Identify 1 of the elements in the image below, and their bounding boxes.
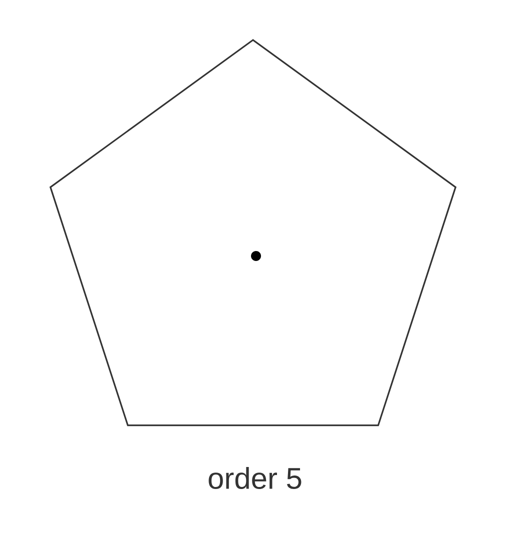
node-label: order 5: [208, 466, 302, 490]
